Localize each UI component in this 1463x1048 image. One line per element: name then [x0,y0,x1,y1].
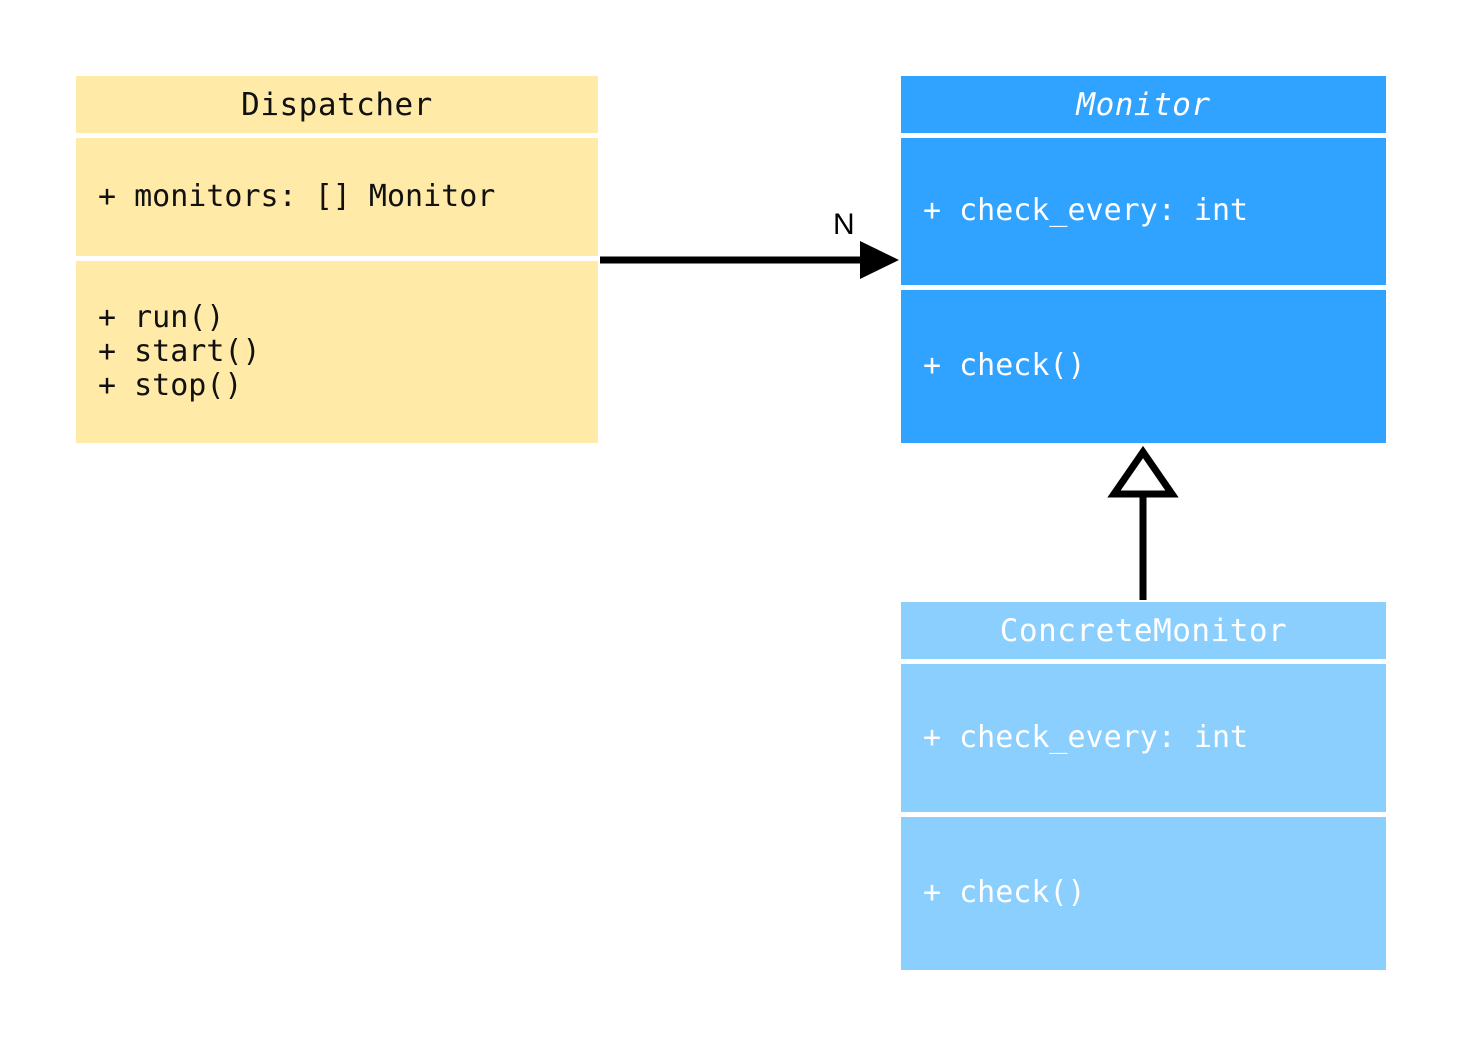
class-attributes-compartment-concrete-monitor: + check_every: int [901,664,1386,812]
compartment-divider [76,256,598,261]
generalization-concrete-monitor-to-monitor [1107,445,1179,600]
class-methods-compartment-dispatcher: + run() + start() + stop() [76,261,598,443]
method-item: + check() [923,348,1086,384]
compartment-divider [76,133,598,138]
class-name-dispatcher: Dispatcher [241,86,433,123]
hollow-triangle-arrowhead-icon [1107,445,1179,498]
compartment-divider [901,659,1386,664]
class-box-concrete-monitor[interactable]: ConcreteMonitor + check_every: int + che… [901,602,1386,970]
method-item: + check() [923,875,1086,911]
class-name-concrete-monitor: ConcreteMonitor [999,612,1288,649]
method-item: + stop() [98,368,243,404]
class-title-compartment-monitor: Monitor [901,76,1386,133]
compartment-divider [901,812,1386,817]
compartment-divider [901,133,1386,138]
class-attributes-compartment-monitor: + check_every: int [901,138,1386,285]
attribute-item: + check_every: int [923,193,1249,229]
class-methods-compartment-monitor: + check() [901,290,1386,443]
class-title-compartment-concrete-monitor: ConcreteMonitor [901,602,1386,659]
attribute-item: + monitors: [] Monitor [98,178,496,214]
association-multiplicity-label: N [833,208,855,241]
class-title-compartment-dispatcher: Dispatcher [76,76,598,133]
class-methods-compartment-concrete-monitor: + check() [901,817,1386,970]
association-dispatcher-to-monitor [600,241,899,279]
method-item: + start() [98,333,261,369]
class-box-monitor[interactable]: Monitor + check_every: int + check() [901,76,1386,443]
attribute-item: + check_every: int [923,719,1249,755]
class-box-dispatcher[interactable]: Dispatcher + monitors: [] Monitor + run(… [76,76,598,443]
filled-triangle-arrowhead-icon [860,241,899,279]
compartment-divider [901,285,1386,290]
method-item: + run() [98,299,225,335]
class-name-monitor: Monitor [1076,86,1211,123]
class-attributes-compartment-dispatcher: + monitors: [] Monitor [76,138,598,256]
